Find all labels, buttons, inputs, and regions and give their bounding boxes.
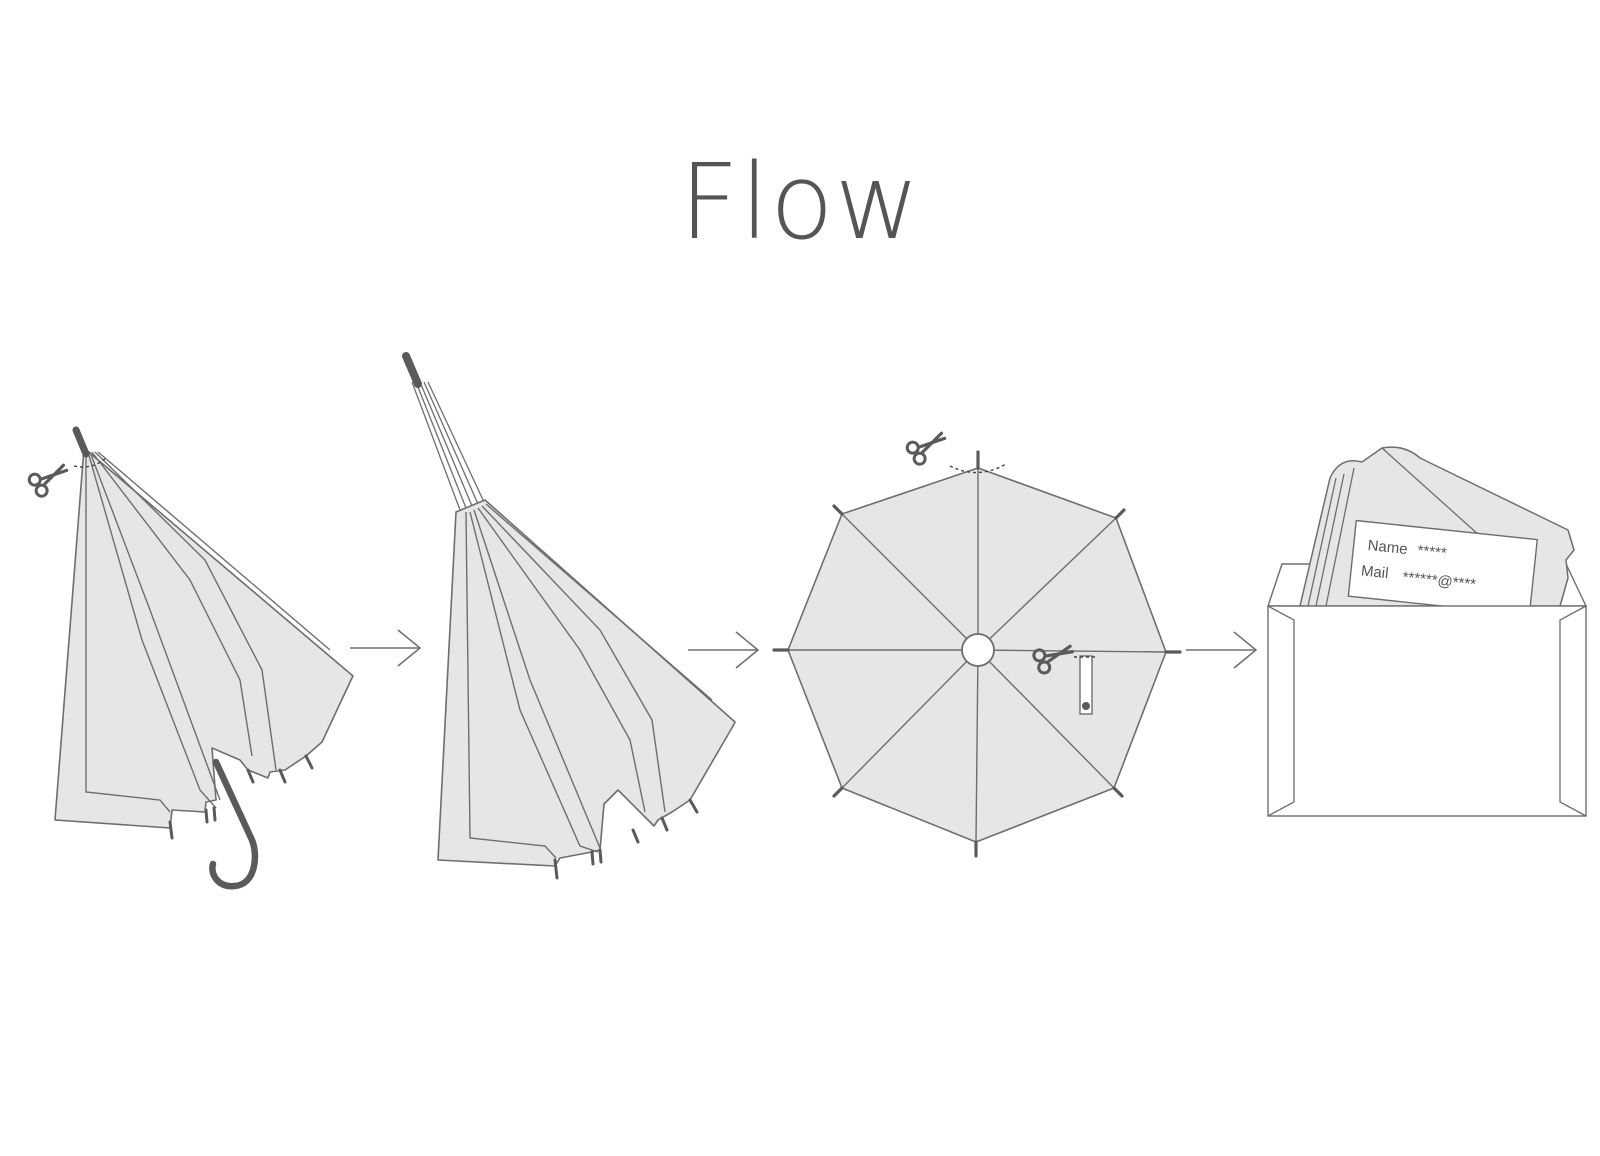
step-3-canopy-top-view-icon	[774, 426, 1180, 856]
name-field-value: *****	[1417, 542, 1448, 562]
canopy-center-hole-icon	[962, 634, 994, 666]
envelope-icon	[1268, 606, 1586, 816]
umbrella-tip-icon	[406, 356, 418, 384]
scissors-icon	[27, 458, 72, 498]
umbrella-tip-icon	[76, 430, 86, 454]
step-2-handle-removed-icon	[406, 356, 735, 878]
step-4-canopy-in-envelope-icon: Name ***** Mail ******@****	[1268, 447, 1586, 816]
arrow-right-icon	[350, 630, 420, 666]
arrow-right-icon	[1186, 632, 1256, 668]
umbrella-handle-icon	[212, 762, 255, 886]
mail-field-label: Mail	[1360, 562, 1389, 582]
arrow-right-icon	[688, 632, 758, 668]
step-1-closed-umbrella-icon	[27, 430, 353, 886]
scissors-icon	[905, 426, 950, 466]
